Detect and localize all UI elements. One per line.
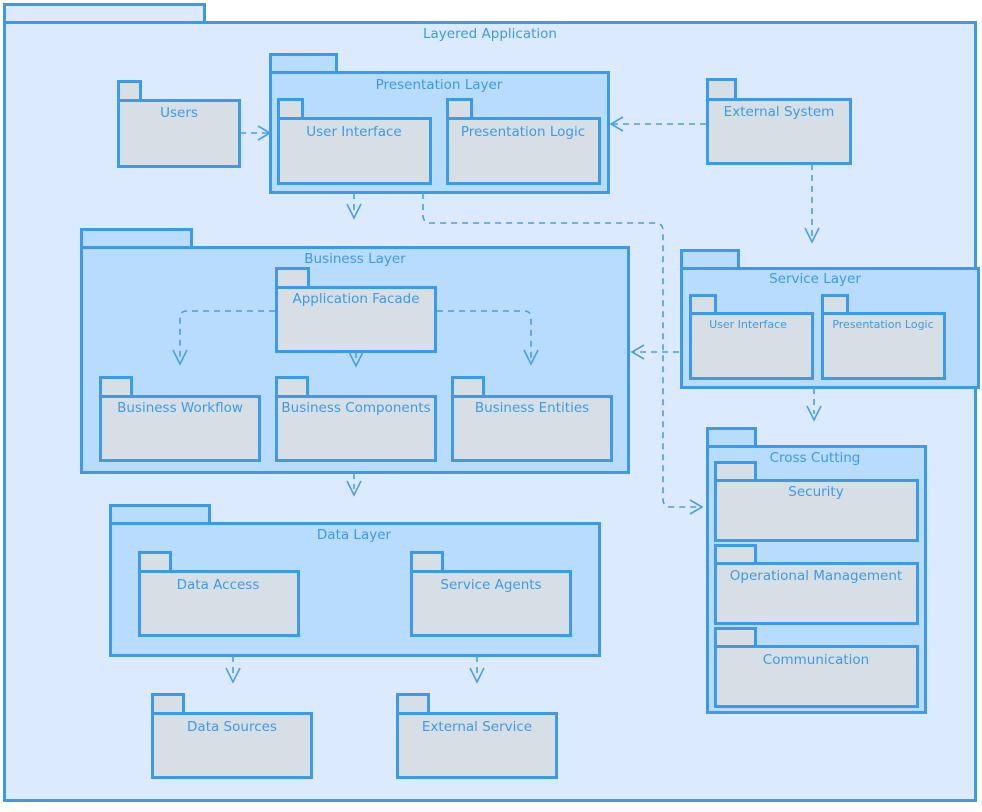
dependency-business-layer-to-data-layer (346, 473, 362, 497)
package-application-facade[interactable]: Application Facade (275, 267, 437, 353)
package-label-external-system: External System (724, 104, 835, 120)
dependency-user-interface-to-business-layer (346, 193, 362, 220)
dependency-facade-to-business-entities (437, 310, 539, 366)
package-body-users (117, 99, 241, 168)
package-label-business-components: Business Components (281, 400, 430, 416)
package-label-operational-management: Operational Management (730, 568, 902, 584)
package-label-business-workflow: Business Workflow (117, 400, 243, 416)
package-business-entities[interactable]: Business Entities (451, 376, 613, 462)
package-body-external-system (706, 98, 852, 165)
package-tab-security (714, 461, 757, 482)
package-operational-management[interactable]: Operational Management (714, 544, 919, 625)
package-label-data-layer: Data Layer (317, 527, 392, 543)
package-label-external-service: External Service (422, 719, 532, 735)
package-body-data-sources (151, 712, 313, 779)
package-tab-application-facade (275, 267, 310, 289)
package-body-operational-management (714, 562, 919, 625)
package-tab-business-entities (451, 376, 485, 398)
package-body-application-facade (275, 286, 437, 353)
package-label-service-presentation-logic: Presentation Logic (832, 318, 933, 331)
package-tab-external-system (706, 78, 737, 101)
package-label-data-sources: Data Sources (187, 719, 277, 735)
package-presentation-layer[interactable]: Presentation Layer User Interface Presen… (269, 53, 610, 194)
package-tab-layered-application (3, 3, 206, 24)
package-label-business-layer: Business Layer (304, 251, 406, 267)
package-tab-service-layer (680, 249, 740, 270)
package-presentation-user-interface[interactable]: User Interface (277, 98, 432, 185)
package-tab-business-components (275, 376, 309, 398)
dependency-service-layer-to-cross-cutting (806, 388, 822, 422)
dependency-presentation-logic-to-cross-cutting (422, 193, 704, 515)
package-presentation-logic[interactable]: Presentation Logic (446, 98, 601, 185)
package-label-application-facade: Application Facade (292, 291, 419, 307)
package-tab-data-layer (109, 504, 211, 525)
package-tab-service-user-interface (689, 294, 717, 315)
package-tab-communication (714, 627, 757, 648)
package-tab-presentation-logic (446, 98, 473, 120)
package-business-workflow[interactable]: Business Workflow (99, 376, 261, 462)
package-tab-external-service (396, 693, 430, 715)
package-body-service-presentation-logic (821, 312, 946, 380)
dependency-facade-to-business-workflow (172, 310, 275, 366)
package-tab-service-presentation-logic (821, 294, 849, 315)
package-tab-cross-cutting (706, 427, 757, 448)
dependency-external-system-to-presentation-layer (609, 116, 706, 132)
package-tab-service-agents (410, 551, 444, 573)
package-label-users: Users (160, 105, 198, 121)
package-body-security (714, 479, 919, 542)
package-tab-operational-management (714, 544, 757, 565)
package-label-presentation-user-interface: User Interface (306, 124, 402, 140)
dependency-service-layer-to-business-layer (630, 344, 679, 360)
package-cross-cutting[interactable]: Cross Cutting Security Operational Manag… (706, 427, 927, 714)
package-body-communication (714, 645, 919, 708)
dependency-external-system-to-service-layer (804, 164, 820, 244)
dependency-data-access-to-data-sources (225, 656, 241, 684)
package-body-service-user-interface (689, 312, 814, 380)
package-communication[interactable]: Communication (714, 627, 919, 708)
package-users[interactable]: Users (117, 80, 241, 168)
package-body-external-service (396, 712, 558, 779)
package-label-communication: Communication (763, 652, 869, 668)
package-label-presentation-layer: Presentation Layer (376, 77, 503, 93)
package-tab-business-layer (80, 228, 193, 249)
dependency-users-to-presentation-layer (240, 125, 272, 141)
package-label-business-entities: Business Entities (475, 400, 589, 416)
package-tab-presentation-user-interface (277, 98, 304, 120)
package-service-layer[interactable]: Service Layer User Interface Presentatio… (680, 249, 980, 389)
package-label-service-user-interface: User Interface (709, 318, 787, 331)
package-body-presentation-user-interface (277, 117, 432, 185)
package-tab-business-workflow (99, 376, 133, 398)
package-tab-presentation-layer (269, 53, 338, 74)
package-tab-data-sources (151, 693, 185, 715)
package-body-business-components (275, 395, 437, 462)
dependency-service-agents-to-external-service (469, 656, 485, 684)
package-label-data-access: Data Access (177, 577, 260, 593)
package-label-cross-cutting: Cross Cutting (770, 450, 861, 466)
package-body-data-access (138, 570, 300, 637)
package-title-layered-application: Layered Application (423, 26, 557, 42)
package-label-security: Security (788, 484, 843, 500)
package-body-presentation-logic (446, 117, 601, 185)
package-body-service-agents (410, 570, 572, 637)
package-body-business-workflow (99, 395, 261, 462)
package-service-presentation-logic[interactable]: Presentation Logic (821, 294, 946, 380)
package-body-business-entities (451, 395, 613, 462)
package-external-service[interactable]: External Service (396, 693, 558, 779)
package-business-components[interactable]: Business Components (275, 376, 437, 462)
package-tab-data-access (138, 551, 172, 573)
package-security[interactable]: Security (714, 461, 919, 542)
package-data-layer[interactable]: Data Layer Data Access Service Agents (109, 504, 601, 657)
package-business-layer[interactable]: Business Layer Application Facade Busine… (80, 228, 630, 474)
package-label-presentation-logic: Presentation Logic (461, 124, 585, 140)
package-tab-users (117, 80, 142, 102)
package-label-service-layer: Service Layer (769, 271, 861, 287)
package-data-sources[interactable]: Data Sources (151, 693, 313, 779)
package-service-agents[interactable]: Service Agents (410, 551, 572, 637)
package-service-user-interface[interactable]: User Interface (689, 294, 814, 380)
package-label-service-agents: Service Agents (440, 577, 541, 593)
dependency-facade-to-business-components (348, 351, 364, 368)
package-data-access[interactable]: Data Access (138, 551, 300, 637)
package-external-system[interactable]: External System (706, 78, 852, 165)
